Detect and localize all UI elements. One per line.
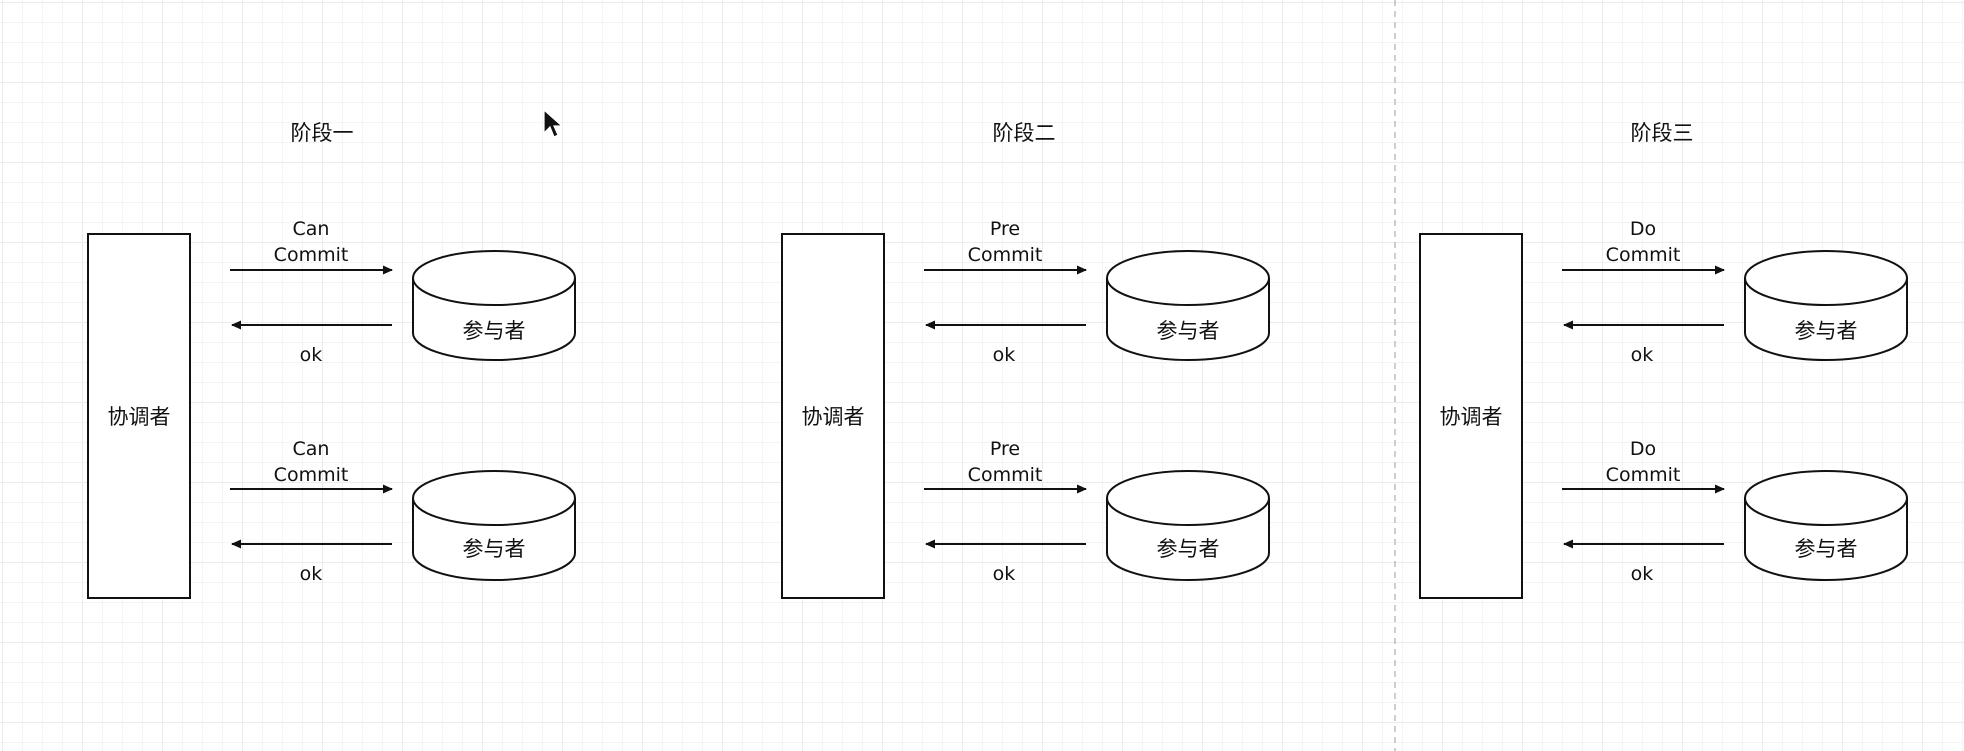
- request-label-line1: Can: [293, 218, 330, 240]
- coordinator-label: 协调者: [802, 405, 865, 429]
- coordinator-label: 协调者: [1440, 405, 1503, 429]
- participant-cylinder[interactable]: [412, 470, 576, 581]
- stage-title: 阶段二: [993, 121, 1056, 145]
- coordinator-label: 协调者: [108, 405, 171, 429]
- participant-label: 参与者: [463, 537, 526, 561]
- participant-label: 参与者: [463, 319, 526, 343]
- mouse-cursor-icon: [543, 108, 564, 138]
- participant-label: 参与者: [1795, 319, 1858, 343]
- request-label-line1: Pre: [990, 438, 1020, 460]
- participant-label: 参与者: [1157, 319, 1220, 343]
- participant-group: Can Commit ok 参与者: [230, 218, 576, 366]
- coordinator-box[interactable]: [1419, 233, 1523, 599]
- stage-two: 阶段二 协调者 Pre Commit ok 参与者 Pre Commit ok: [781, 121, 1270, 599]
- participant-group: Pre Commit ok 参与者: [924, 218, 1270, 366]
- request-label-line1: Pre: [990, 218, 1020, 240]
- stage-one: 阶段一 协调者 Can Commit ok 参与者 Can Commit ok: [87, 121, 576, 599]
- participant-label: 参与者: [1157, 537, 1220, 561]
- request-label-line1: Can: [293, 438, 330, 460]
- participant-group: Can Commit ok 参与者: [230, 438, 576, 585]
- participant-cylinder[interactable]: [1106, 250, 1270, 361]
- reply-label: ok: [993, 344, 1016, 366]
- request-label-line2: Commit: [968, 464, 1043, 486]
- participant-cylinder[interactable]: [1106, 470, 1270, 581]
- coordinator-box[interactable]: [87, 233, 191, 599]
- reply-label: ok: [300, 344, 323, 366]
- participant-group: Pre Commit ok 参与者: [924, 438, 1270, 585]
- stage-three: 阶段三 协调者 Do Commit ok 参与者 Do Commit ok: [1419, 121, 1908, 599]
- request-label-line2: Commit: [274, 464, 349, 486]
- request-label-line2: Commit: [274, 244, 349, 266]
- participant-cylinder[interactable]: [1744, 250, 1908, 361]
- coordinator-box[interactable]: [781, 233, 885, 599]
- request-label-line2: Commit: [1606, 464, 1681, 486]
- participant-cylinder[interactable]: [1744, 470, 1908, 581]
- participant-group: Do Commit ok 参与者: [1562, 218, 1908, 366]
- reply-label: ok: [300, 563, 323, 585]
- participant-label: 参与者: [1795, 537, 1858, 561]
- request-label-line2: Commit: [968, 244, 1043, 266]
- stage-title: 阶段三: [1631, 121, 1694, 145]
- request-label-line2: Commit: [1606, 244, 1681, 266]
- reply-label: ok: [1631, 563, 1654, 585]
- request-label-line1: Do: [1630, 438, 1656, 460]
- stage-title: 阶段一: [291, 121, 354, 145]
- reply-label: ok: [993, 563, 1016, 585]
- participant-cylinder[interactable]: [412, 250, 576, 361]
- request-label-line1: Do: [1630, 218, 1656, 240]
- reply-label: ok: [1631, 344, 1654, 366]
- participant-group: Do Commit ok 参与者: [1562, 438, 1908, 585]
